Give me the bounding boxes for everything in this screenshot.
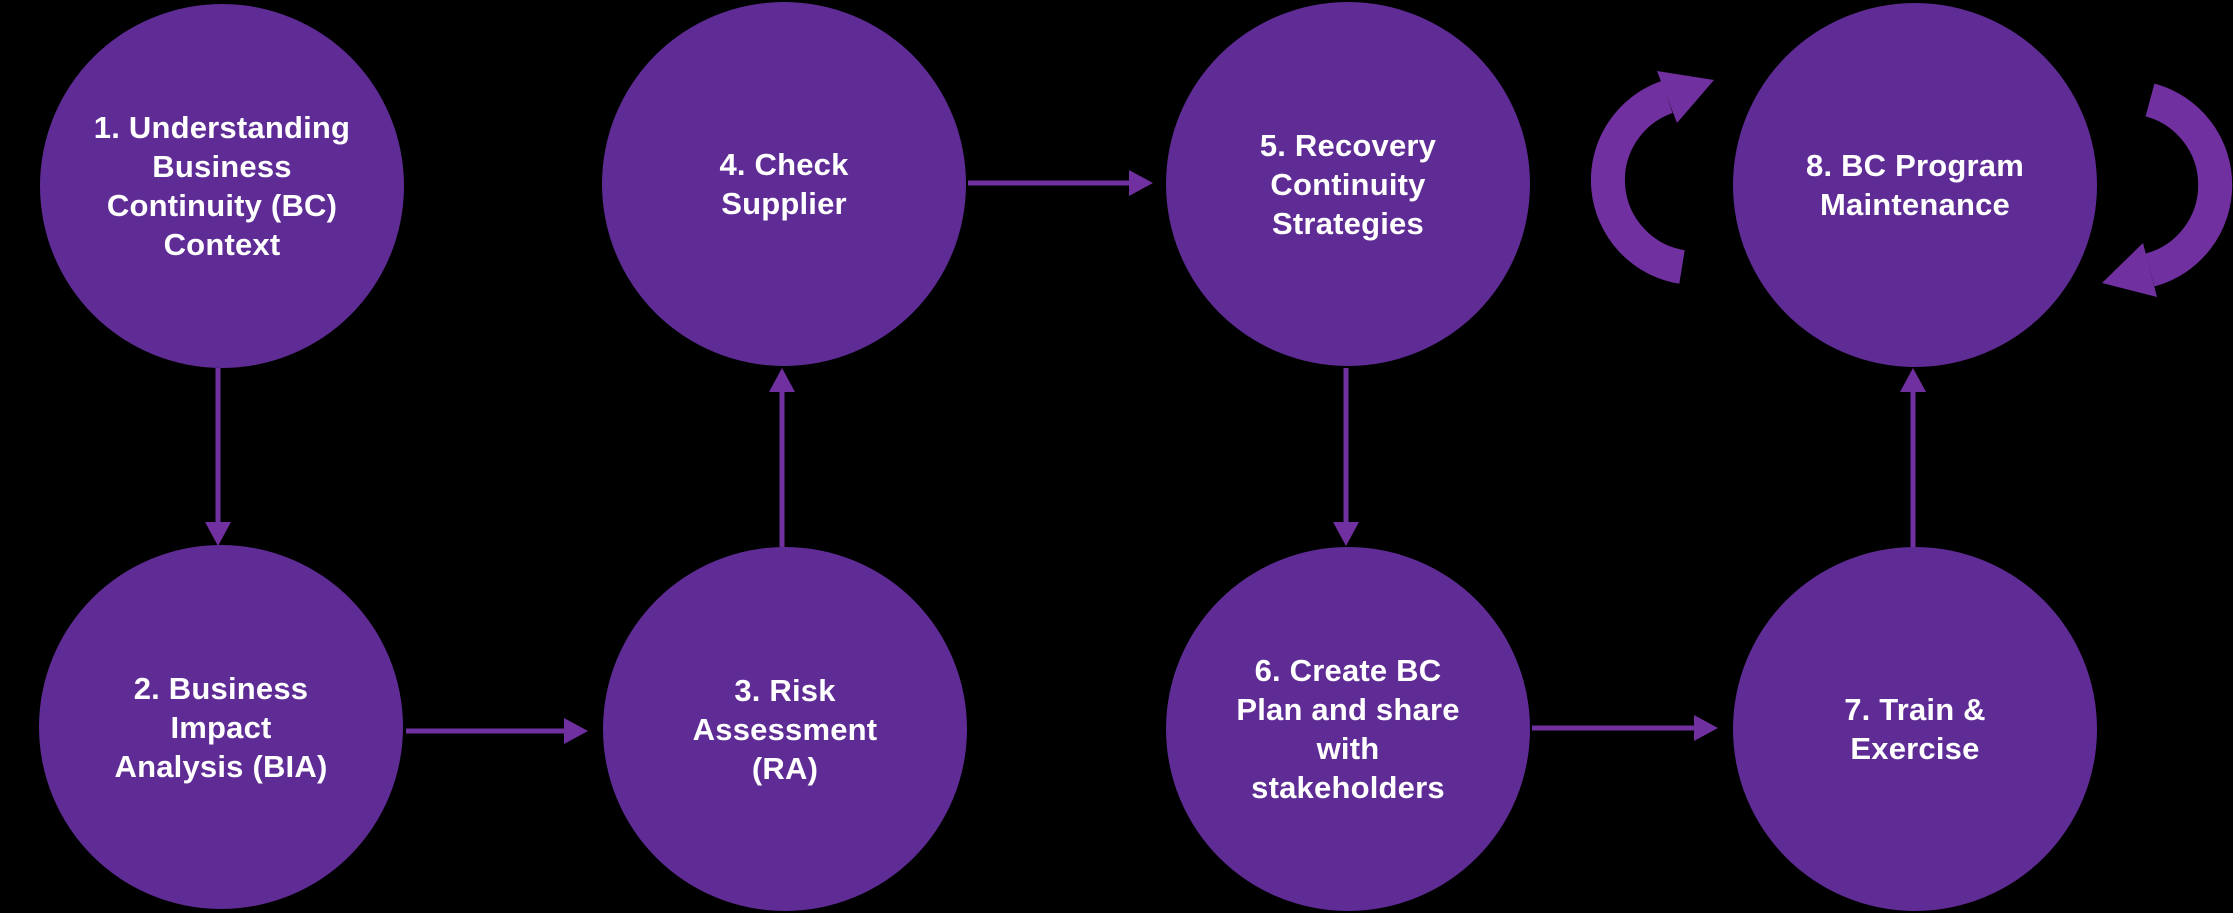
step-label-2: 2. Business Impact Analysis (BIA): [114, 670, 328, 784]
arrow-4-to-5: [968, 170, 1153, 196]
arrow-3-to-4: [769, 368, 795, 547]
step-label-4: 4. Check Supplier: [719, 147, 849, 221]
arrowhead-up-icon: [769, 368, 795, 392]
step-node-2: 2. Business Impact Analysis (BIA): [39, 545, 403, 909]
arrowhead-down-icon: [205, 522, 231, 546]
step-label-7: 7. Train & Exercise: [1844, 692, 1986, 766]
cycle-arrow-left: [1590, 71, 1714, 284]
step-node-4: 4. Check Supplier: [602, 2, 966, 366]
step-node-1: 1. Understanding Business Continuity (BC…: [40, 4, 404, 368]
step-node-3: 3. Risk Assessment (RA): [603, 547, 967, 911]
arrowhead-up-icon: [1900, 368, 1926, 392]
arrowhead-down-icon: [1333, 522, 1359, 546]
arrow-5-to-6: [1333, 368, 1359, 546]
arrow-1-to-2: [205, 368, 231, 546]
cycle-arrow-right: [2102, 83, 2233, 297]
arrow-6-to-7: [1532, 715, 1718, 741]
step-label-1: 1. Understanding Business Continuity (BC…: [93, 110, 351, 262]
step-node-6: 6. Create BC Plan and share with stakeho…: [1166, 547, 1530, 911]
step-node-7: 7. Train & Exercise: [1733, 547, 2097, 911]
step-label-3: 3. Risk Assessment (RA): [692, 672, 878, 786]
cycle-arc-right: [2145, 83, 2233, 287]
arrowhead-right-icon: [1694, 715, 1718, 741]
step-label-5: 5. Recovery Continuity Strategies: [1259, 127, 1437, 241]
arrow-7-to-8: [1900, 368, 1926, 547]
arrowhead-right-icon: [564, 718, 588, 744]
step-node-5: 5. Recovery Continuity Strategies: [1166, 2, 1530, 366]
step-node-8: 8. BC Program Maintenance: [1733, 3, 2097, 367]
step-label-6: 6. Create BC Plan and share with stakeho…: [1236, 653, 1460, 805]
cycle-arc-left: [1590, 80, 1686, 284]
step-label-8: 8. BC Program Maintenance: [1806, 148, 2024, 222]
cycle-arrowhead-icon: [2102, 243, 2157, 297]
arrowhead-right-icon: [1129, 170, 1153, 196]
cycle-arrowhead-icon: [1657, 71, 1714, 123]
arrow-2-to-3: [406, 718, 588, 744]
